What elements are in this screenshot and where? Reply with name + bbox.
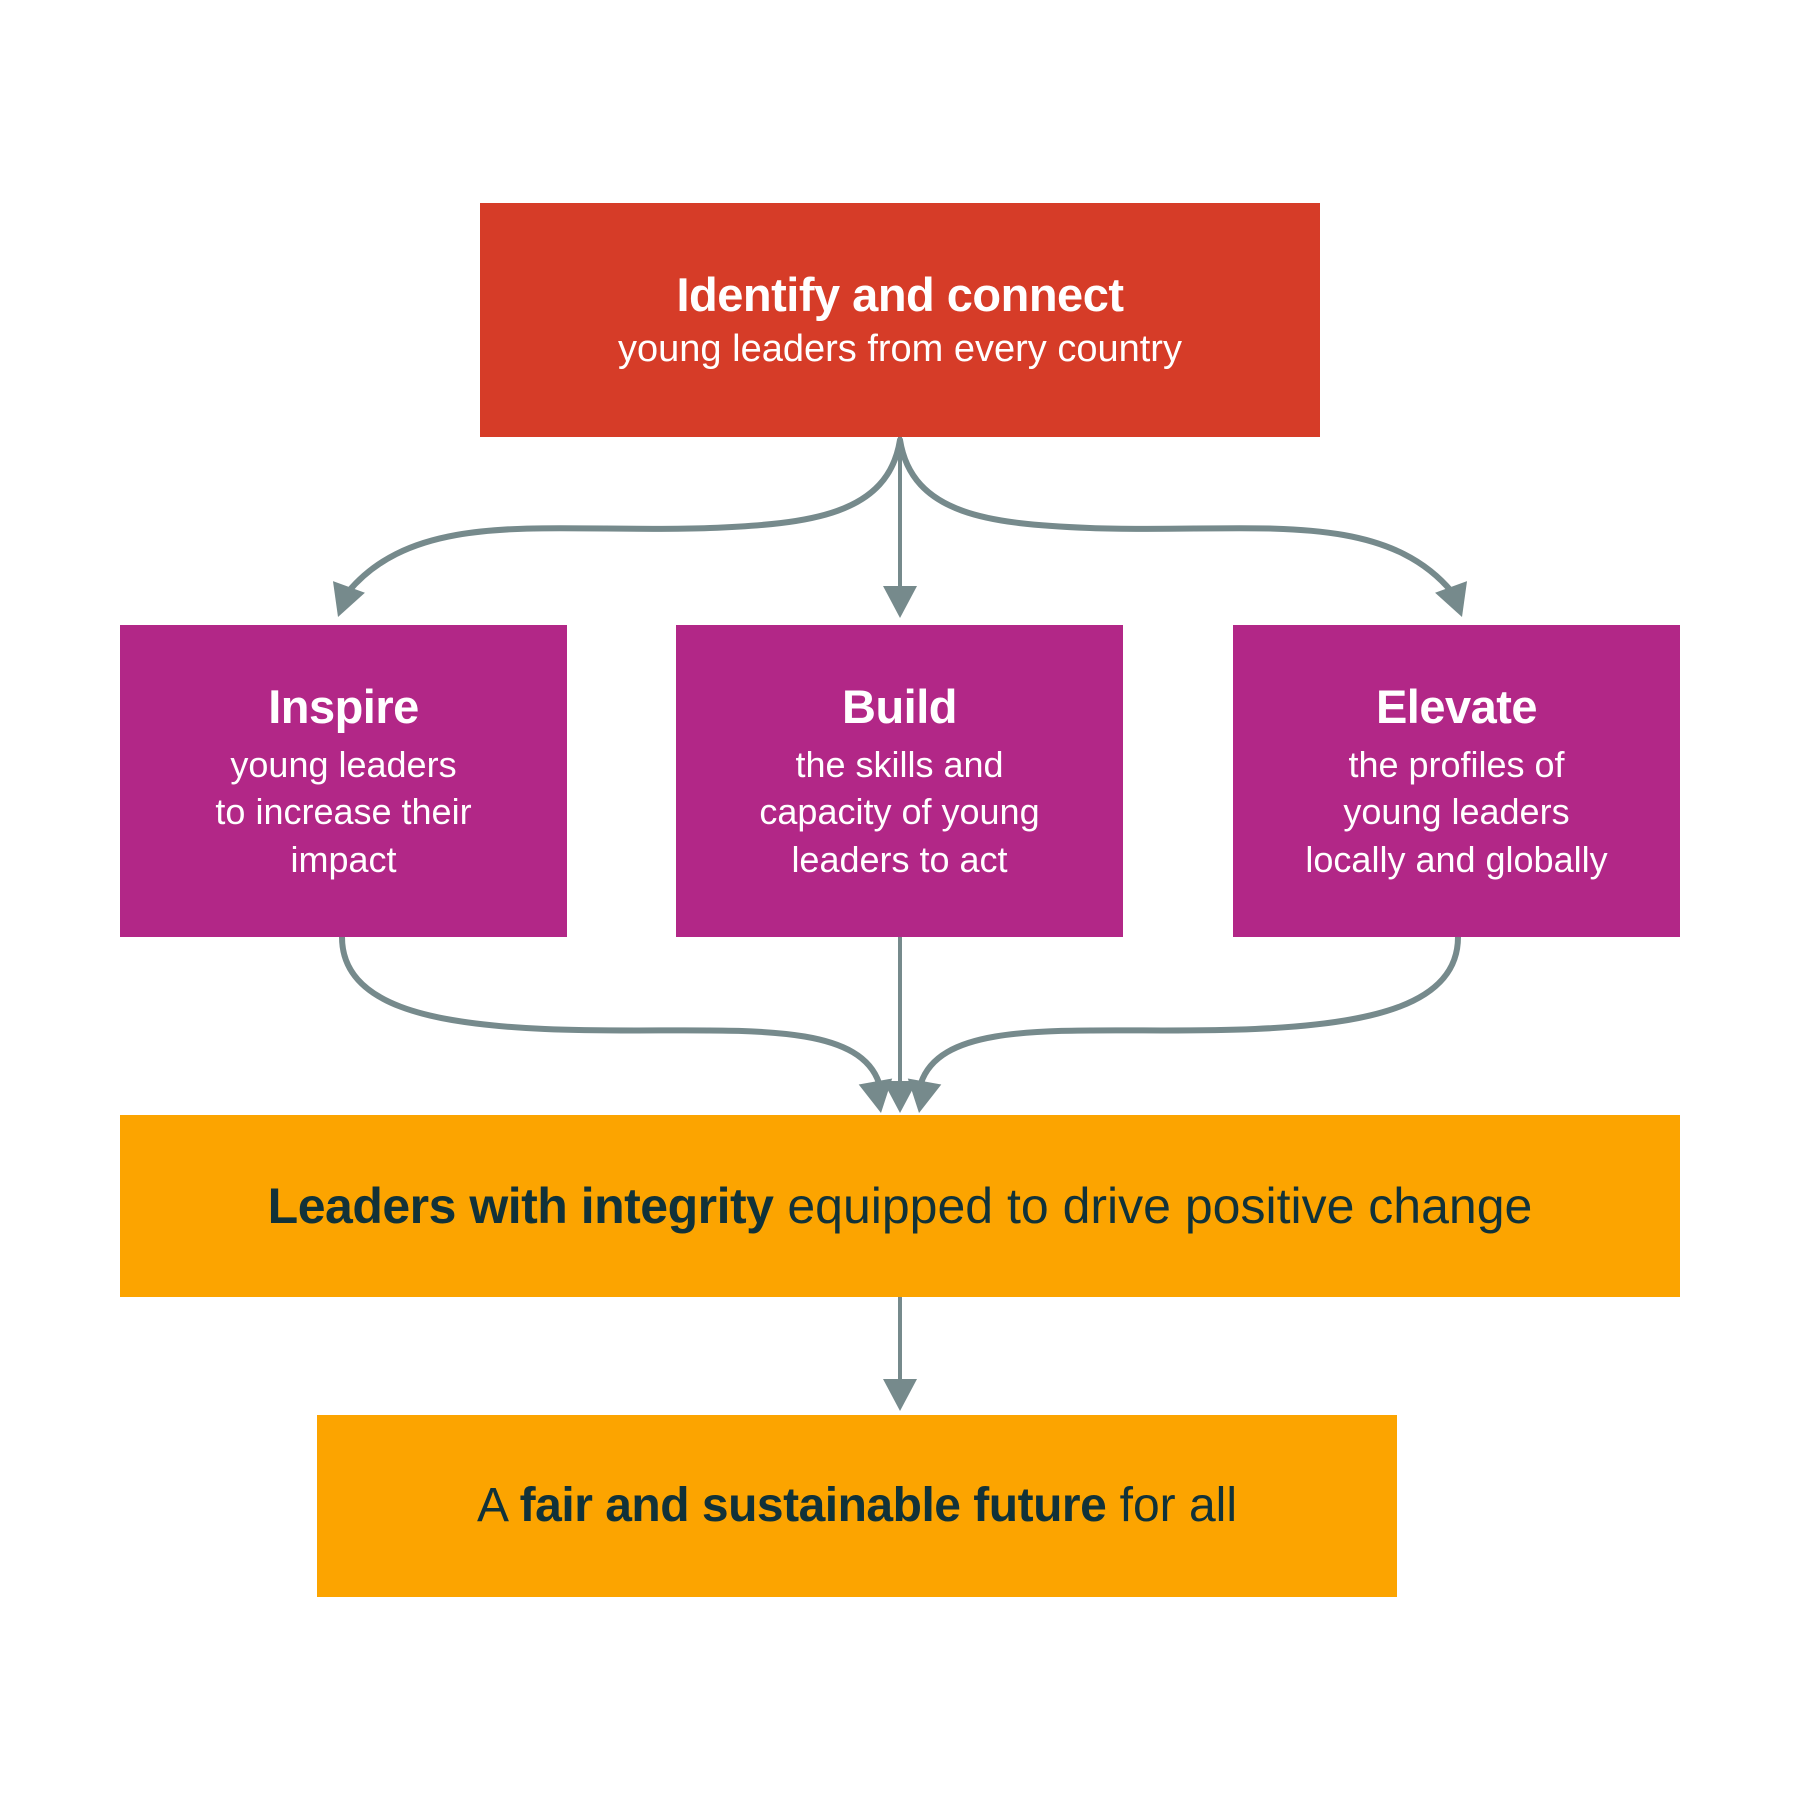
impact-text: A fair and sustainable future for all (477, 1477, 1237, 1535)
arrowhead-inspire-to-outcome (858, 1078, 893, 1113)
identify-and-connect-box: Identify and connect young leaders from … (480, 203, 1320, 437)
arrowhead-identify-to-elevate (1435, 581, 1468, 617)
arrow-inspire-to-outcome (339, 934, 882, 1086)
outcome-box: Leaders with integrity equipped to drive… (120, 1115, 1680, 1297)
arrow-identify-to-inspire (345, 437, 903, 595)
outcome-text: Leaders with integrity equipped to drive… (268, 1176, 1533, 1236)
build-body: the skills and capacity of young leaders… (759, 743, 1040, 880)
arrowhead-identify-to-inspire (332, 581, 365, 617)
elevate-title: Elevate (1375, 679, 1538, 733)
inspire-body: young leaders to increase their impact (215, 743, 472, 880)
impact-text-prefix: A (476, 1479, 520, 1533)
elevate-box: Elevate the profiles of young leaders lo… (1233, 625, 1680, 937)
elevate-body: the profiles of young leaders locally an… (1305, 743, 1608, 880)
inspire-box: Inspire young leaders to increase their … (120, 625, 567, 937)
outcome-text-regular: equipped to drive positive change (773, 1178, 1533, 1234)
inspire-title: Inspire (268, 679, 419, 733)
arrowhead-identify-to-build (883, 586, 917, 618)
arrow-identify-to-elevate (897, 437, 1455, 595)
arrowhead-outcome-to-impact (883, 1379, 917, 1411)
impact-text-suffix: for all (1106, 1479, 1238, 1533)
impact-box: A fair and sustainable future for all (317, 1415, 1397, 1597)
build-box: Build the skills and capacity of young l… (676, 625, 1123, 937)
outcome-text-bold: Leaders with integrity (267, 1178, 774, 1234)
identify-and-connect-subtitle: young leaders from every country (618, 327, 1182, 370)
arrowhead-elevate-to-outcome (907, 1078, 942, 1113)
arrowhead-build-to-outcome (883, 1081, 917, 1113)
arrow-elevate-to-outcome (918, 934, 1461, 1086)
identify-and-connect-title: Identify and connect (676, 267, 1125, 321)
build-title: Build (842, 679, 957, 733)
impact-text-bold: fair and sustainable future (519, 1479, 1107, 1533)
